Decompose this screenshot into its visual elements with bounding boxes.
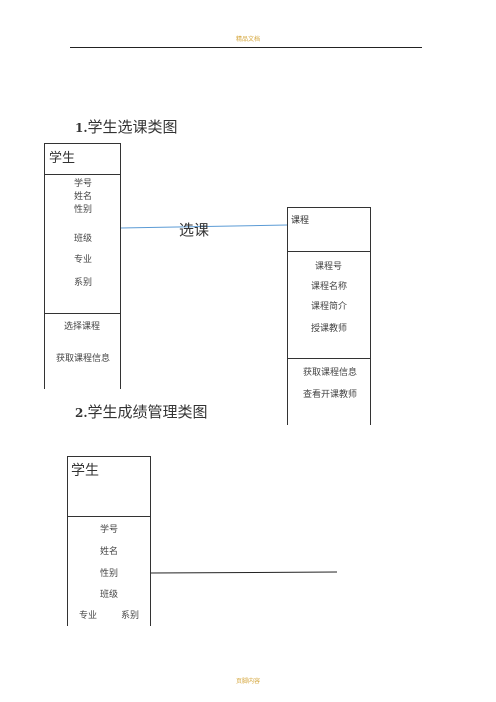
header-divider — [70, 47, 422, 48]
section2-title-number: 2. — [75, 406, 88, 420]
course-op-view-teacher: 查看开课教师 — [303, 390, 358, 400]
course-class-top-border — [287, 207, 371, 208]
student-class-divider-1 — [44, 174, 121, 175]
course-class-name: 课程 — [291, 216, 310, 226]
course-attr-id: 课程号 — [315, 262, 343, 272]
course-attr-name: 课程名称 — [311, 282, 348, 292]
student-attr-class: 班级 — [74, 234, 93, 244]
student-attr-major: 专业 — [74, 255, 93, 265]
section1-title: 1.学生选课类图 — [75, 116, 178, 137]
section1-title-text: 学生选课类图 — [87, 118, 178, 136]
course-op-get-course-info: 获取课程信息 — [303, 368, 358, 378]
student-class-name: 学生 — [49, 151, 76, 166]
student-class-divider-2 — [44, 313, 121, 314]
grade-student-right-border — [150, 456, 151, 626]
grade-student-attr-major: 专业 — [79, 611, 98, 621]
student-attr-id: 学号 — [74, 179, 93, 189]
course-attr-intro: 课程简介 — [311, 302, 348, 312]
grade-student-divider — [67, 516, 151, 517]
section1-title-number: 1. — [75, 121, 88, 135]
grade-student-attr-gender: 性别 — [100, 569, 119, 579]
student-class-left-border — [44, 174, 45, 389]
student-op-select-course: 选择课程 — [64, 322, 101, 332]
grade-student-class-name: 学生 — [71, 463, 99, 479]
page-footer-text: 页脚内容 — [235, 678, 260, 685]
course-class-box: 课程 课程号 课程名称 课程简介 授课教师 获取课程信息 查看开课教师 — [287, 207, 371, 425]
association-line-select-course — [119, 224, 288, 229]
student-class-box: 学生 学号 姓名 性别 班级 专业 系别 选择课程 获取课程信息 — [44, 143, 121, 389]
page-header-text: 精品文档 — [235, 36, 260, 43]
course-class-right-border — [370, 207, 371, 425]
course-class-left-border — [287, 207, 288, 425]
student-attr-dept: 系别 — [74, 278, 93, 288]
section2-title-text: 学生成绩管理类图 — [87, 403, 208, 421]
grade-student-attr-id: 学号 — [100, 525, 119, 535]
grade-student-class-box: 学生 学号 姓名 性别 班级 专业 系别 — [67, 456, 151, 626]
grade-student-left-border — [67, 456, 68, 626]
student-class-right-border — [120, 174, 121, 389]
course-attr-teacher: 授课教师 — [311, 324, 348, 334]
grade-student-attr-dept: 系别 — [121, 611, 140, 621]
student-class-name-compartment — [44, 143, 121, 174]
association-line-grade — [149, 571, 338, 574]
grade-student-attr-name: 姓名 — [100, 547, 119, 557]
grade-student-top-border — [67, 456, 151, 457]
student-op-get-course-info: 获取课程信息 — [56, 354, 111, 364]
association-label-select-course: 选课 — [179, 221, 210, 239]
student-attr-name: 姓名 — [74, 192, 93, 202]
section2-title: 2.学生成绩管理类图 — [75, 401, 208, 422]
student-attr-gender: 性别 — [74, 205, 93, 215]
course-class-divider-1 — [287, 251, 371, 252]
course-class-divider-2 — [287, 358, 371, 359]
grade-student-attr-class: 班级 — [100, 590, 119, 600]
